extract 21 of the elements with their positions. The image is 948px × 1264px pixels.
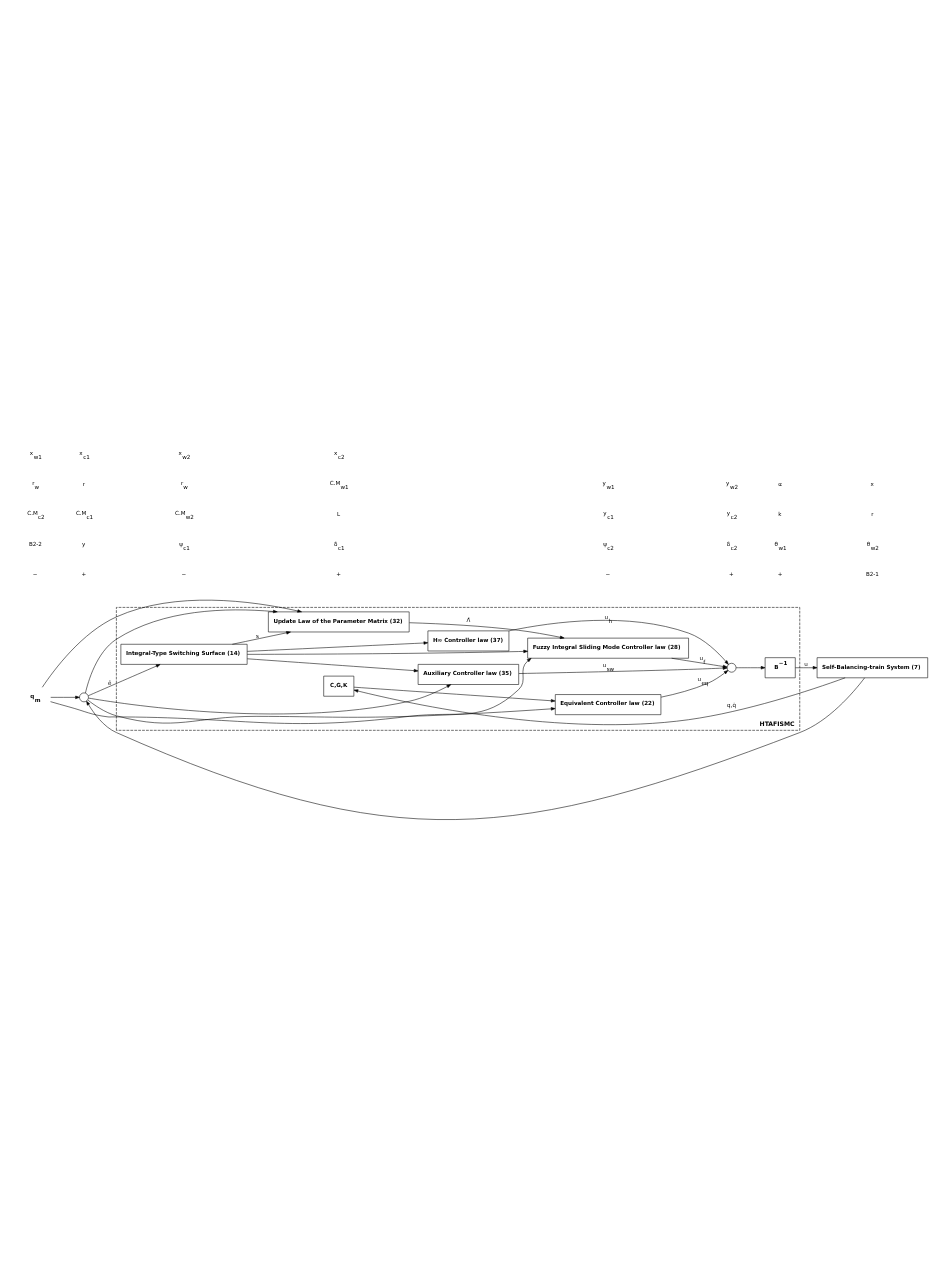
arrow [42,599,302,688]
arrow [735,666,766,670]
arrow [87,699,556,724]
arrow [85,609,278,694]
arrow [353,677,846,725]
arrow [247,641,429,652]
arrow [50,695,80,699]
arrow [409,622,565,639]
arrow [88,684,452,715]
arrow [508,620,729,665]
arrow [86,677,865,820]
arrow [246,649,528,655]
arrow [88,664,161,696]
arrow [50,658,532,724]
arrow [660,670,729,698]
arrow [247,658,419,673]
arrow [353,686,556,703]
node-circle [79,692,89,703]
arrow [232,631,291,645]
arrow [795,666,818,670]
node-circle [726,663,737,673]
